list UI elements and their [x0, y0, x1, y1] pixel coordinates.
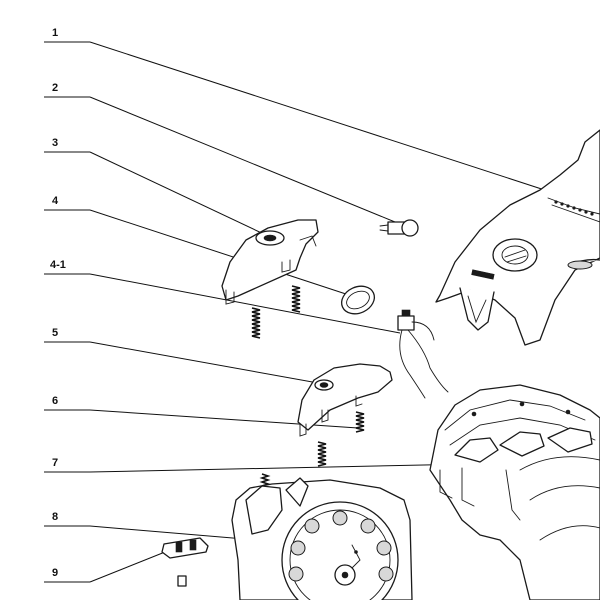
callout-4: 4	[44, 195, 353, 297]
gasket-outer	[340, 285, 376, 315]
clip-detail-1	[175, 541, 183, 553]
clip-body	[161, 537, 209, 559]
callout-label-5: 5	[52, 327, 58, 339]
part-upper-button-cover	[221, 219, 319, 305]
springs-group	[251, 285, 365, 487]
housing-port-detail	[504, 249, 527, 263]
leader-line-4-1	[89, 273, 401, 334]
housing-handle-inner	[467, 295, 487, 324]
callout-4-1: 4-1	[44, 259, 401, 334]
housing-round-port-inner	[501, 245, 529, 265]
fan-hub-mark	[351, 544, 361, 569]
chassis-top-rim	[444, 399, 586, 431]
lower-cover-outline	[297, 363, 393, 431]
fan-hub-center	[341, 571, 349, 579]
chassis-legs-left	[439, 467, 475, 507]
part-lower-button-cover	[297, 363, 393, 437]
leader-line-3	[89, 151, 269, 237]
upper-cover-tab-mid	[281, 259, 291, 273]
callout-label-6: 6	[52, 395, 58, 407]
chassis-slot-3	[547, 427, 593, 453]
callout-label-8: 8	[52, 511, 58, 523]
upper-cover-tab-right	[299, 235, 317, 247]
part-small-clip	[161, 537, 209, 587]
switch-wire-1	[399, 329, 426, 399]
upper-cover-tab-left	[225, 289, 235, 305]
fan-disc-inner	[289, 509, 391, 600]
housing-handle-notch	[459, 287, 495, 331]
callout-label-7: 7	[52, 457, 58, 469]
leader-line-5	[89, 341, 319, 384]
housing-right-opening	[567, 260, 593, 270]
chassis-screw-1	[471, 411, 477, 417]
part-switch-wires	[397, 309, 449, 399]
chassis-inner-arc-3	[539, 525, 600, 541]
upper-cover-button	[263, 234, 277, 242]
leader-line-1	[89, 41, 561, 196]
callout-label-9: 9	[52, 567, 58, 579]
leader-line-2	[89, 96, 396, 223]
upper-cover-outline	[221, 219, 319, 301]
clip-pin	[177, 575, 187, 587]
gasket-inner	[346, 290, 370, 310]
chassis-slot-1	[454, 437, 499, 463]
callout-label-4: 4	[52, 195, 59, 207]
chassis-outline	[429, 384, 600, 600]
chassis-rib	[505, 469, 521, 521]
part-top-housing	[435, 129, 600, 346]
part-chassis	[429, 384, 600, 600]
switch-body	[397, 315, 415, 331]
leader-line-9	[89, 547, 176, 583]
lower-cover-tab-mid	[321, 409, 329, 423]
callout-3: 3	[44, 137, 269, 237]
motor-clip	[285, 477, 309, 507]
callout-1: 1	[44, 27, 561, 196]
chassis-screw-2	[519, 401, 525, 407]
fan-dot	[354, 550, 358, 554]
pin-tip	[379, 224, 389, 232]
chassis-inner-arc	[519, 456, 600, 471]
spring-part-6	[355, 411, 365, 433]
switch-wire-2	[407, 329, 449, 393]
callout-label-4-1: 4-1	[50, 259, 66, 271]
leader-line-4	[89, 209, 353, 297]
housing-rim-line-2	[551, 204, 600, 223]
lower-cover-tab-right	[355, 395, 363, 407]
chassis-slot-2	[499, 431, 545, 457]
callout-9: 9	[44, 547, 176, 583]
lower-cover-tab-left	[299, 423, 307, 437]
part-motor-assembly	[231, 477, 413, 600]
part-ring-gasket	[340, 285, 376, 315]
chassis-inner-arc-2	[529, 485, 600, 501]
spring-lower	[317, 441, 327, 467]
housing-round-port	[492, 238, 538, 272]
spring-left	[251, 307, 261, 339]
motor-bracket	[245, 485, 283, 535]
part-pin	[379, 219, 419, 237]
callout-label-1: 1	[52, 27, 58, 39]
callout-5: 5	[44, 327, 319, 384]
callout-2: 2	[44, 82, 396, 223]
fan-vents	[288, 510, 394, 582]
clip-detail-2	[189, 539, 197, 551]
spring-right	[291, 285, 301, 313]
housing-vent-dots	[554, 200, 594, 216]
callout-label-3: 3	[52, 137, 58, 149]
chassis-screw-3	[565, 409, 571, 415]
callout-label-2: 2	[52, 82, 58, 94]
switch-wire-3	[411, 321, 435, 341]
switch-lever	[401, 309, 411, 317]
housing-grip-texture	[471, 269, 495, 280]
pin-cap	[401, 219, 419, 237]
spring-small	[259, 473, 271, 487]
lower-cover-button	[319, 382, 329, 388]
